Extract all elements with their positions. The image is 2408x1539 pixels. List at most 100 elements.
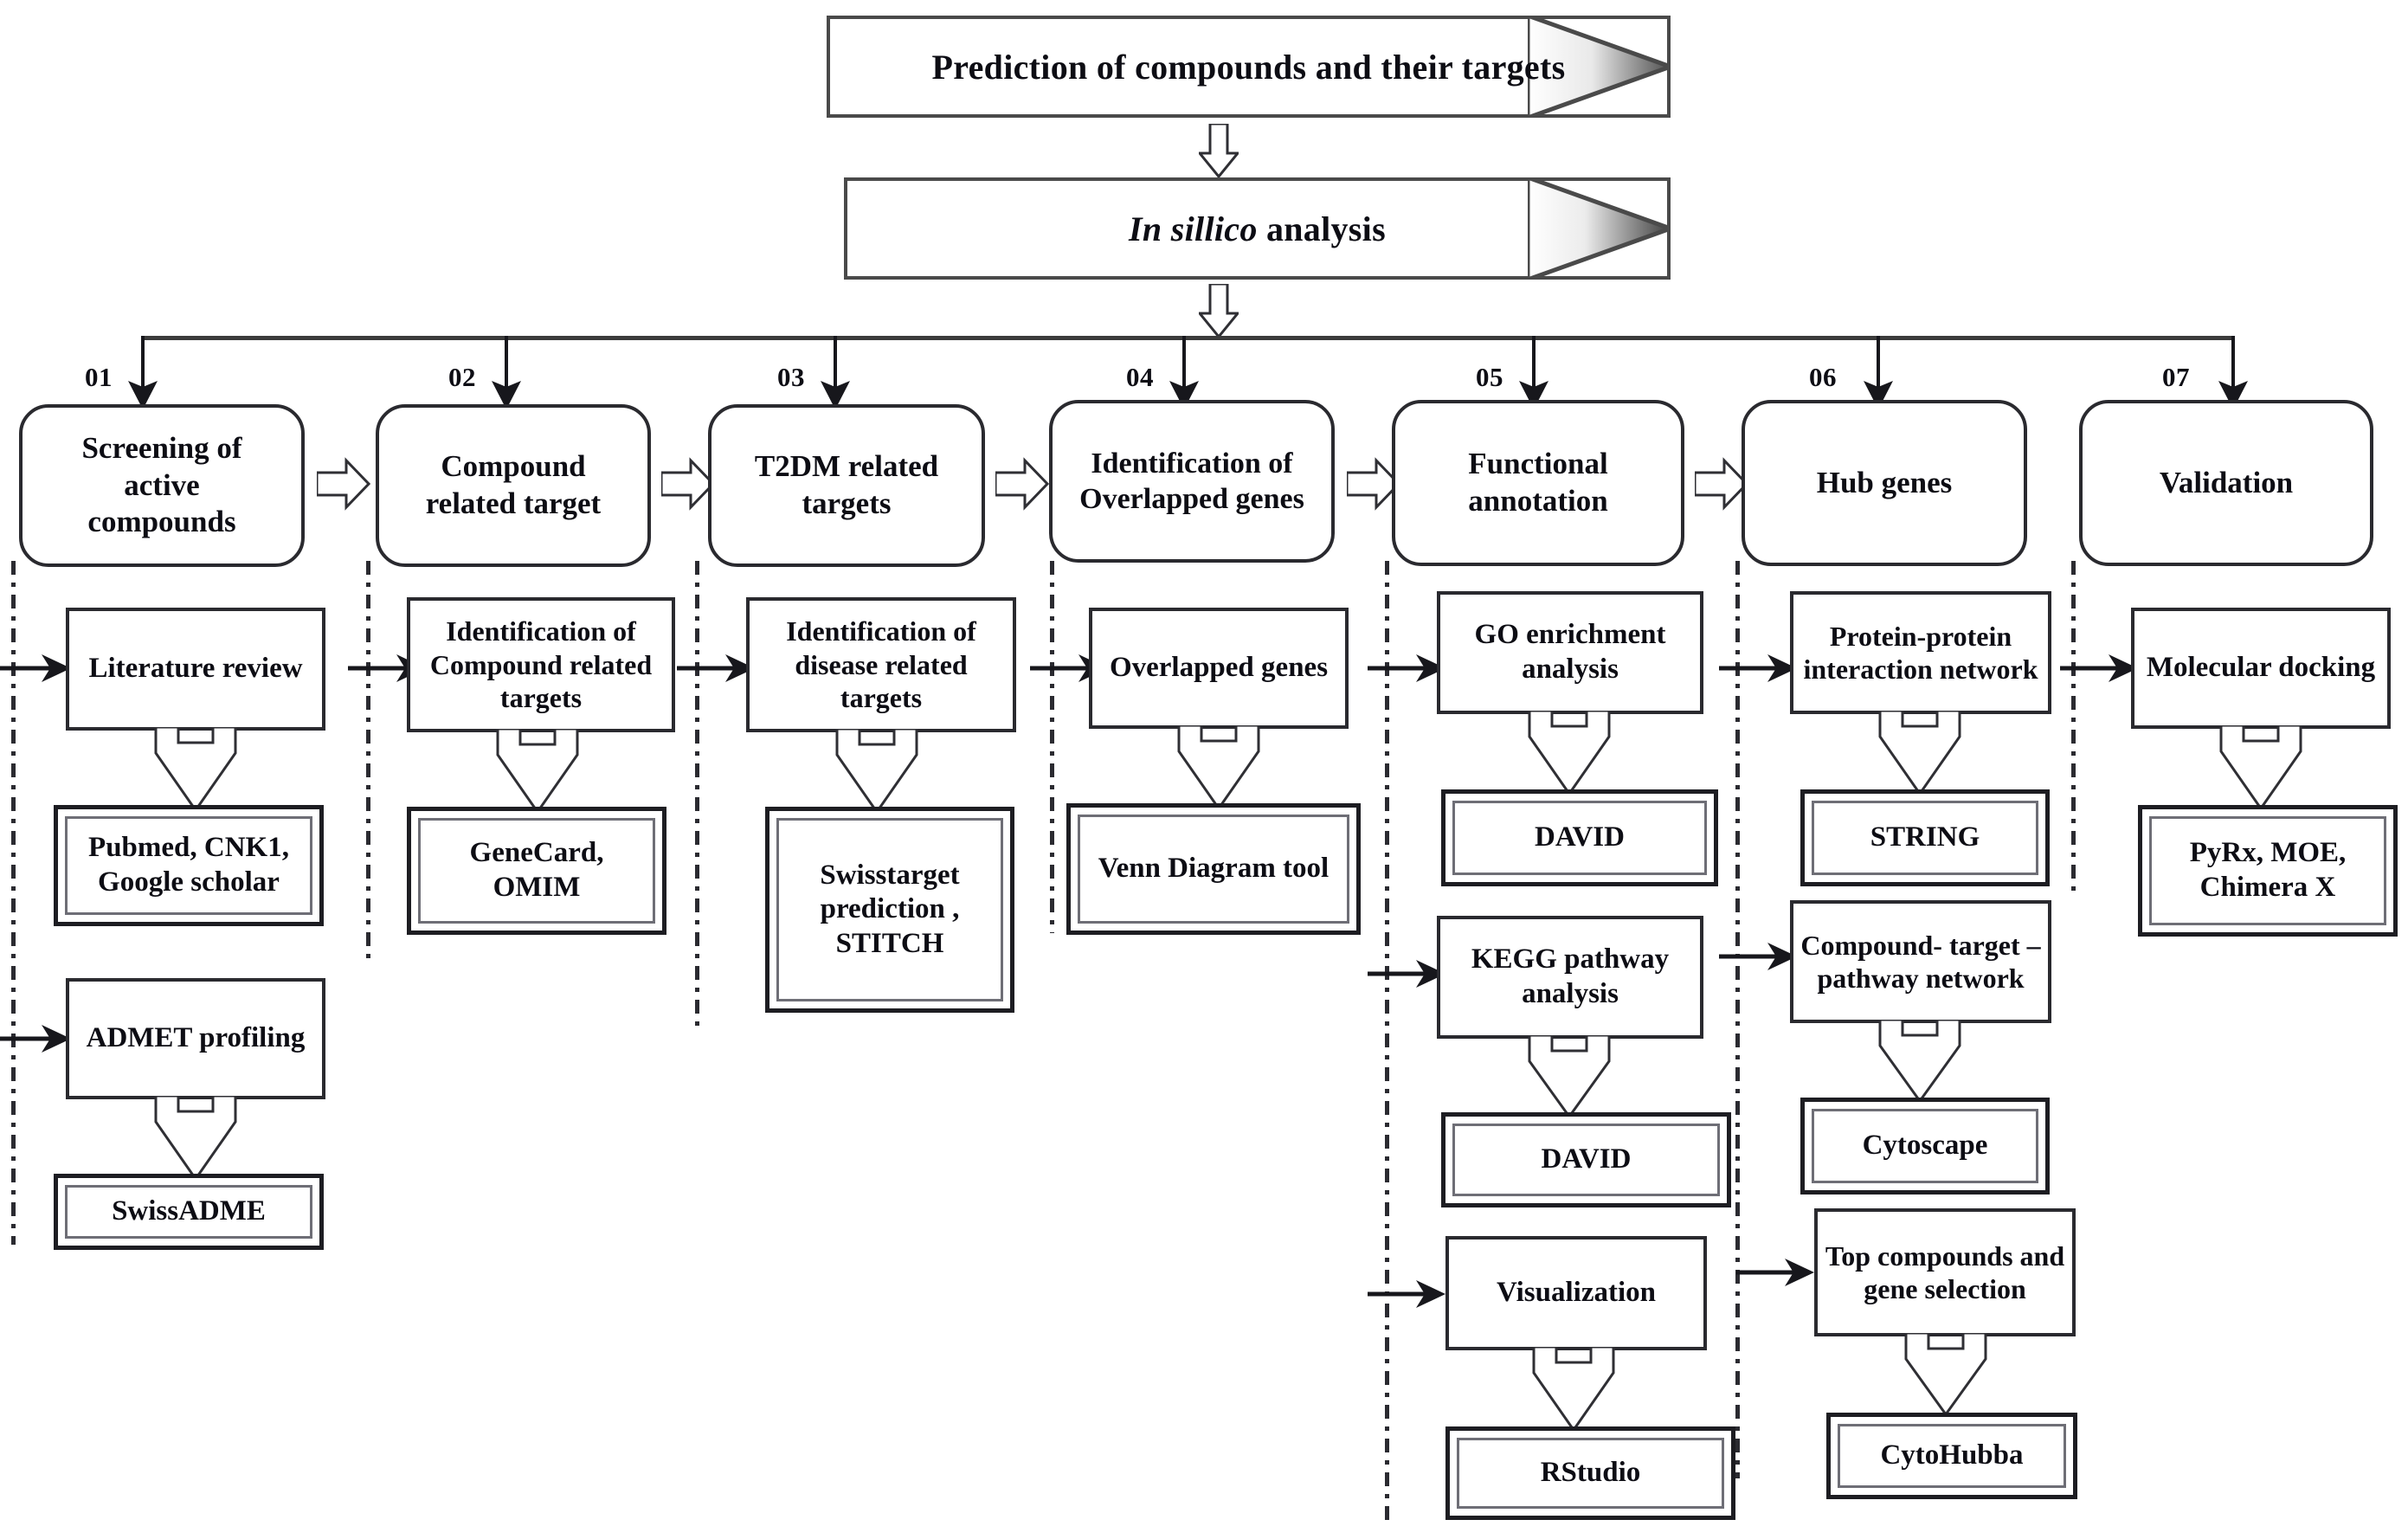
process-box-c1-b1[interactable]: Literature review xyxy=(66,608,325,731)
down-chevron-icon-c5-b1 xyxy=(1510,711,1628,795)
down-chevron-icon-c5-b2 xyxy=(1510,1035,1628,1118)
stage-06-line-1: Hub genes xyxy=(1816,465,1953,499)
tool-box-c1-b1[interactable]: Pubmed, CNK1, Google scholar xyxy=(54,805,324,926)
stage-box-07[interactable]: Validation xyxy=(2079,400,2373,566)
drop-arrow-icon-05 xyxy=(1517,379,1550,410)
process-c1-b2-line-2: profiling xyxy=(199,1022,306,1054)
tool-c3-b1-line-3: STITCH xyxy=(835,927,944,959)
tool-c5-b2-line-1: DAVID xyxy=(1541,1143,1632,1175)
stage-box-05[interactable]: Functional annotation xyxy=(1392,400,1684,566)
stage-01-line-2: active xyxy=(124,467,200,502)
drop-line-07 xyxy=(2231,336,2235,390)
tool-box-c6-b3[interactable]: CytoHubba xyxy=(1826,1413,2077,1499)
process-c1-b1-line-2: review xyxy=(222,653,303,685)
drop-arrow-icon-07 xyxy=(2217,379,2250,410)
tool-box-c6-b2[interactable]: Cytoscape xyxy=(1800,1098,2050,1194)
stage-box-02[interactable]: Compound related target xyxy=(376,404,651,567)
feed-arrow-icon-c5-b3 xyxy=(1368,1277,1447,1311)
process-c6-b1-line-3: network xyxy=(1939,654,2038,685)
stage-02-line-1: Compound xyxy=(441,449,586,484)
drop-arrow-icon-06 xyxy=(1862,379,1895,410)
process-c7-b1-line-2: docking xyxy=(2278,652,2376,684)
tool-c6-b3-line-1: CytoHubba xyxy=(1880,1439,2024,1471)
process-c6-b3-line-2: and gene xyxy=(1864,1240,2065,1304)
tool-c2-b1-line-1: GeneCard, xyxy=(469,837,604,869)
drop-line-04 xyxy=(1182,336,1186,390)
stage-box-06[interactable]: Hub genes xyxy=(1742,400,2027,566)
drop-line-01 xyxy=(141,336,145,390)
drop-line-06 xyxy=(1877,336,1880,390)
tool-box-c6-b1[interactable]: STRING xyxy=(1800,789,2050,886)
tool-box-c5-b2[interactable]: DAVID xyxy=(1441,1112,1731,1207)
tool-box-c2-b1[interactable]: GeneCard, OMIM xyxy=(407,807,666,935)
banner-in-silico: In sillico analysis xyxy=(844,177,1671,280)
stage-05-line-1: Functional xyxy=(1468,447,1608,481)
process-c5-b2-line-1: KEGG pathway xyxy=(1471,943,1670,976)
down-chevron-icon-1 xyxy=(1199,124,1239,177)
down-chevron-icon-2 xyxy=(1199,284,1239,338)
process-c6-b2-line-1: Compound- xyxy=(1800,929,1942,961)
process-box-c5-b2[interactable]: KEGG pathway analysis xyxy=(1437,916,1703,1039)
stage-03-line-2: targets xyxy=(802,486,892,520)
drop-arrow-icon-02 xyxy=(490,379,523,410)
stage-box-03[interactable]: T2DM related targets xyxy=(708,404,985,567)
tool-c6-b2-line-1: Cytoscape xyxy=(1862,1130,1988,1162)
process-box-c1-b2[interactable]: ADMET profiling xyxy=(66,978,325,1099)
stage-01-line-1: Screening of xyxy=(81,430,242,465)
tool-box-c5-b3[interactable]: RStudio xyxy=(1445,1426,1735,1520)
process-box-c6-b2[interactable]: Compound- target –pathway network xyxy=(1790,900,2051,1023)
right-chevron-icon-3 xyxy=(995,457,1049,511)
tool-c3-b1-line-1: Swisstarget xyxy=(820,859,960,891)
feed-arrow-icon-c1-b2 xyxy=(0,1021,73,1056)
tool-box-c7-b1[interactable]: PyRx, MOE, Chimera X xyxy=(2138,805,2398,937)
down-chevron-icon-c5-b3 xyxy=(1515,1347,1632,1432)
right-chevron-icon-4 xyxy=(1347,457,1400,511)
process-c5-b3-line-1: Visualization xyxy=(1497,1277,1656,1309)
process-box-c5-b1[interactable]: GO enrichment analysis xyxy=(1437,591,1703,714)
stage-04-line-1: Identification of xyxy=(1091,447,1293,480)
feed-arrow-icon-c7-b1 xyxy=(2060,651,2140,686)
feed-arrow-icon-c5-b2 xyxy=(1368,956,1447,991)
drop-arrow-icon-01 xyxy=(126,379,159,410)
tool-box-c4-b1[interactable]: Venn Diagram tool xyxy=(1066,803,1361,935)
feed-arrow-icon-c6-b1 xyxy=(1719,651,1799,686)
step-number-03: 03 xyxy=(777,362,805,392)
process-c2-b1-line-3: related targets xyxy=(499,648,653,714)
stage-box-04[interactable]: Identification of Overlapped genes xyxy=(1049,400,1335,563)
stage-02-line-2: related target xyxy=(425,486,602,520)
down-chevron-icon-c7-b1 xyxy=(2202,725,2320,810)
banner-prediction: Prediction of compounds and their target… xyxy=(827,16,1671,118)
process-c4-b1-line-2: genes xyxy=(1261,652,1329,684)
down-chevron-icon-c2-b1 xyxy=(479,729,596,814)
process-c5-b1-line-1: GO enrichment xyxy=(1474,619,1666,651)
process-box-c6-b1[interactable]: Protein-protein interaction network xyxy=(1790,591,2051,714)
banner-arrow-tip-icon-2 xyxy=(1528,177,1671,280)
process-c1-b2-line-1: ADMET xyxy=(86,1022,192,1054)
tool-c2-b1-line-2: OMIM xyxy=(493,872,581,903)
tool-c1-b1-line-1: Pubmed, CNK1, xyxy=(88,832,289,864)
process-c5-b2-line-2: analysis xyxy=(1522,978,1619,1009)
tool-c7-b1-line-1: PyRx, MOE, xyxy=(2189,837,2347,869)
tool-c3-b1-line-2: prediction , xyxy=(820,893,960,925)
banner-in-silico-label: In sillico analysis xyxy=(1129,209,1386,249)
right-chevron-icon-1 xyxy=(317,457,370,511)
tool-c4-b1-line-1: Venn xyxy=(1098,853,1161,885)
process-box-c6-b3[interactable]: Top compounds and gene selection xyxy=(1814,1208,2076,1336)
step-number-05: 05 xyxy=(1476,362,1503,392)
feed-arrow-icon-c6-b3 xyxy=(1736,1255,1816,1290)
down-chevron-icon-c6-b2 xyxy=(1861,1020,1979,1103)
down-chevron-icon-c4-b1 xyxy=(1160,725,1278,810)
process-c5-b1-line-2: analysis xyxy=(1522,654,1619,685)
tool-box-c1-b2[interactable]: SwissADME xyxy=(54,1174,324,1250)
stage-box-01[interactable]: Screening of active compounds xyxy=(19,404,305,567)
process-box-c4-b1[interactable]: Overlapped genes xyxy=(1089,608,1349,729)
process-c6-b2-line-2: target –pathway xyxy=(1817,929,2041,994)
down-chevron-icon-c6-b1 xyxy=(1861,711,1979,795)
process-box-c7-b1[interactable]: Molecular docking xyxy=(2131,608,2391,729)
tool-box-c3-b1[interactable]: Swisstarget prediction , STITCH xyxy=(765,807,1014,1013)
process-box-c3-b1[interactable]: Identification of disease related target… xyxy=(746,597,1016,732)
tool-box-c5-b1[interactable]: DAVID xyxy=(1441,789,1718,886)
process-box-c2-b1[interactable]: Identification of Compound related targe… xyxy=(407,597,675,732)
process-box-c5-b3[interactable]: Visualization xyxy=(1445,1236,1707,1350)
